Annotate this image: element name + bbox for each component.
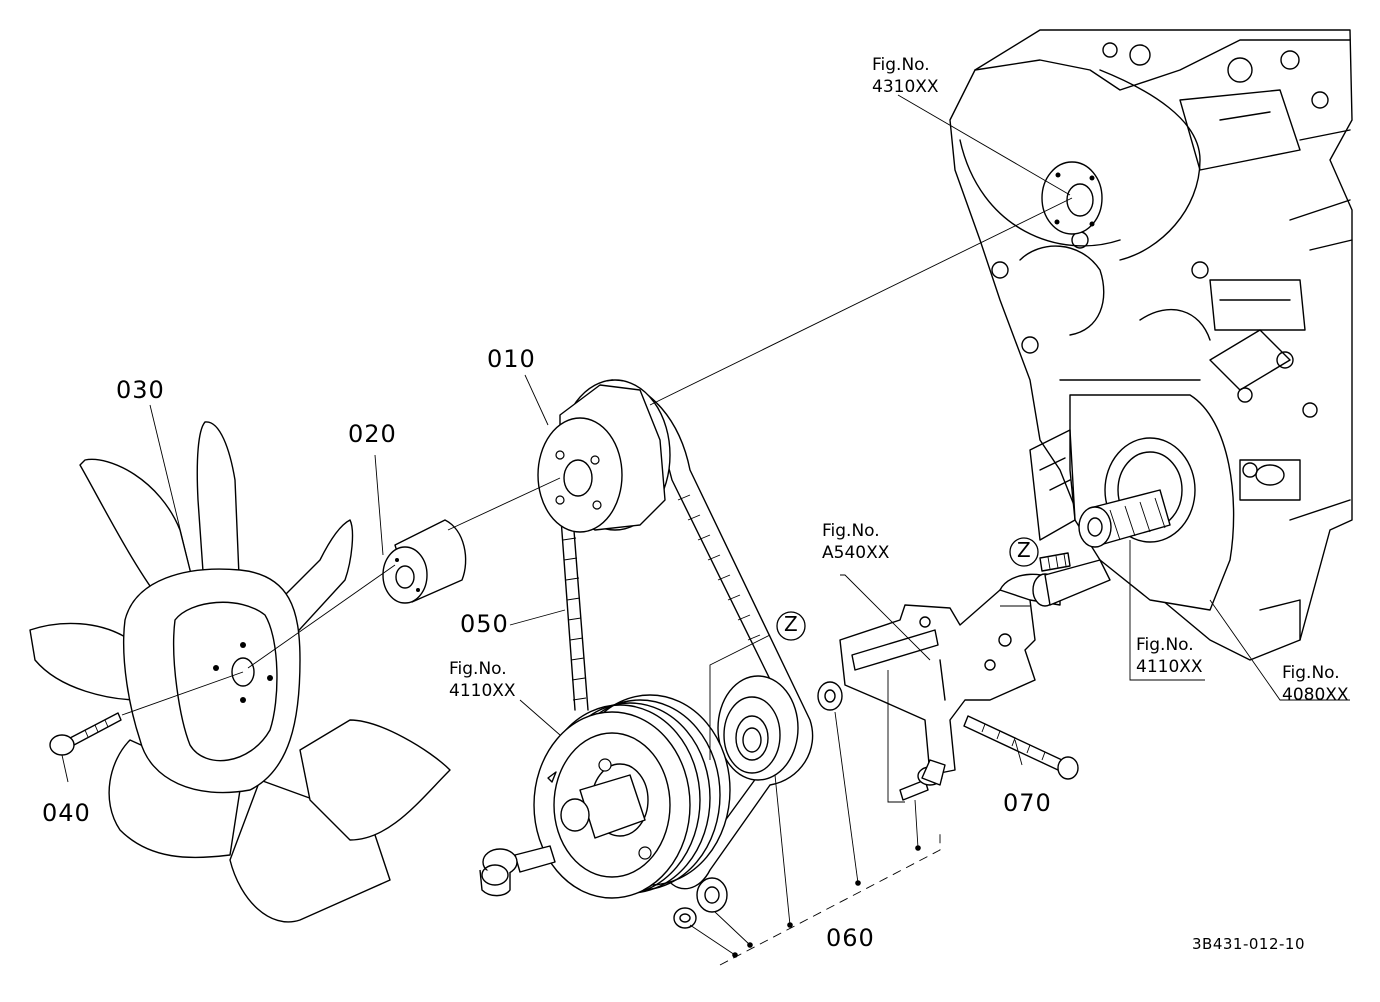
part-label-010: 010 — [487, 345, 536, 373]
fig-ref-crankshaft: Fig.No. 4110XX — [1136, 635, 1203, 677]
long-bolt — [963, 715, 1079, 780]
z-callout-bracket: Z — [1017, 538, 1031, 562]
part-label-020: 020 — [348, 420, 397, 448]
cooling-fan — [29, 421, 451, 923]
part-label-070: 070 — [1003, 789, 1052, 817]
part-label-050: 050 — [460, 610, 509, 638]
crank-bolt — [479, 845, 556, 897]
part-label-040: 040 — [42, 799, 91, 827]
fig-ref-water-pump: Fig.No. 4310XX — [872, 55, 939, 97]
idler-pulley — [717, 675, 799, 781]
leader-lines — [61, 94, 1350, 966]
crankshaft-spline — [1078, 489, 1171, 548]
fan-spacer — [382, 519, 467, 604]
part-label-060: 060 — [826, 924, 875, 952]
alternator-bracket — [839, 559, 1111, 776]
tension-bolt-parts — [673, 681, 946, 929]
crankshaft-pulley — [533, 694, 731, 899]
drawing-code: 3B431-012-10 — [1192, 935, 1306, 953]
fig-ref-alternator-bracket: Fig.No. A540XX — [822, 521, 890, 563]
water-pump-pulley — [537, 379, 671, 533]
fig-ref-crank-pulley: Fig.No. 4110XX — [449, 659, 516, 701]
fan-bolt — [49, 712, 122, 756]
fig-ref-gear-case: Fig.No. 4080XX — [1282, 663, 1349, 705]
z-callout-belt: Z — [784, 612, 798, 636]
engine-block — [949, 29, 1353, 661]
z-callout-circles — [776, 537, 1039, 641]
part-label-030: 030 — [116, 376, 165, 404]
z-stud — [1039, 552, 1071, 572]
